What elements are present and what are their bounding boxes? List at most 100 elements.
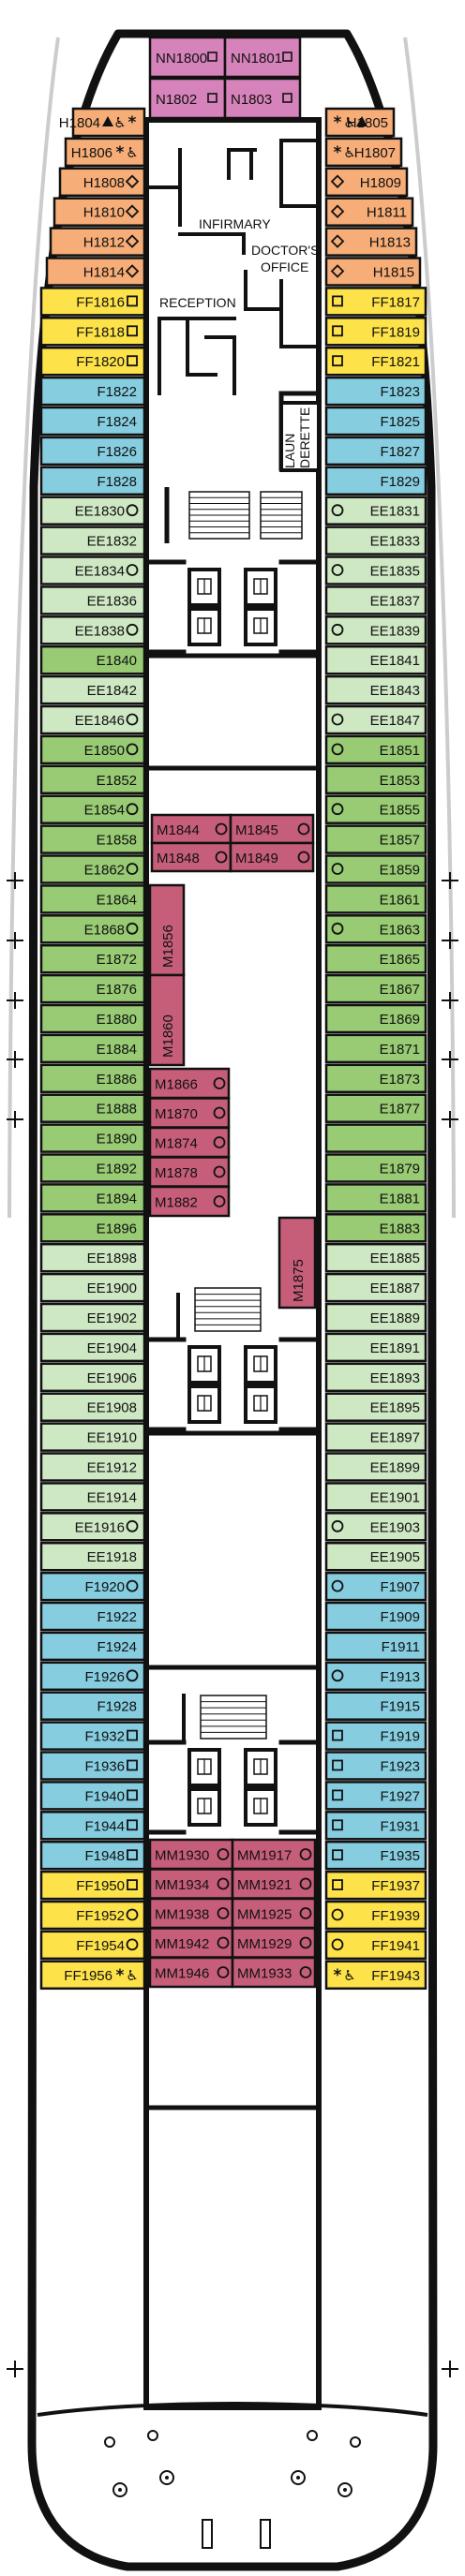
cabin-box (324, 1183, 428, 1213)
cabin-box (324, 644, 428, 675)
cabin-number: EE1897 (370, 1430, 420, 1446)
cabin-f1919: F1919 (324, 1721, 428, 1751)
cabin-box (39, 943, 146, 974)
cabin-number: H1804 (59, 115, 100, 131)
circle-icon (299, 1907, 312, 1919)
square-icon (127, 355, 138, 367)
cabin-box (39, 1033, 146, 1064)
cabin-box (39, 1392, 146, 1422)
elevator-shaft (188, 1787, 221, 1827)
cabin-number: F1926 (84, 1669, 125, 1685)
cabin-number: E1873 (380, 1072, 420, 1088)
launderette-label-b: DERETTE (297, 407, 312, 468)
cabin-ff1817: FF1817 (324, 287, 428, 317)
cabin-number: M1856 (160, 925, 176, 968)
doctors-office-label-b: OFFICE (261, 259, 308, 274)
cabin-ee1904: EE1904 (39, 1332, 146, 1363)
cabin-f1931: F1931 (324, 1811, 428, 1841)
circle-icon (126, 564, 139, 576)
cabin-ee1908: EE1908 (39, 1392, 146, 1422)
cabin-number: H1808 (83, 175, 125, 191)
cabin-number: FF1819 (371, 324, 420, 340)
suite-number: NN1800 (156, 51, 207, 67)
circle-icon (213, 1195, 226, 1207)
cabin-number: E1854 (84, 803, 125, 819)
infirmary-label: INFIRMARY (199, 216, 271, 231)
cabin-ee1836: EE1836 (39, 585, 146, 615)
cabin-box (39, 1272, 146, 1303)
cabin-ff1816: FF1816 (39, 287, 146, 317)
cabin-number: M1866 (155, 1077, 198, 1093)
cabin-number: MM1934 (155, 1877, 209, 1893)
cabin-box (49, 227, 146, 257)
cabin-ee1891: EE1891 (324, 1332, 428, 1363)
cabin-box (148, 883, 186, 977)
cabin-number: F1931 (380, 1818, 420, 1834)
bollard-icon (307, 2430, 318, 2441)
cabin-box (324, 824, 428, 854)
cabin-e1886: E1886 (39, 1063, 146, 1094)
cabin-box (39, 1093, 146, 1123)
capstan-center-icon (165, 2476, 169, 2480)
cabin-number: FF1943 (371, 1968, 420, 1984)
cabin-box (39, 973, 146, 1004)
suite-box (148, 77, 227, 120)
cabin-ee1893: EE1893 (324, 1362, 428, 1393)
cabin-number: FF1821 (371, 354, 420, 370)
cabin-number: EE1895 (370, 1400, 420, 1416)
outer-line-right (403, 37, 456, 1219)
cabin-e1868: E1868 (39, 914, 146, 944)
elevator-bank (150, 1742, 315, 1832)
cabin-h1811: H1811 (324, 197, 414, 227)
capstan-center-icon (296, 2476, 300, 2480)
suite-number: N1802 (156, 92, 197, 108)
cabin-box (324, 1033, 428, 1064)
cabin-ee1910: EE1910 (39, 1422, 146, 1452)
inner-cabin-mm1946: MM1946 (148, 1956, 234, 1989)
circle-icon (217, 1907, 230, 1919)
inner-cabin-m1874: M1874 (148, 1126, 231, 1159)
cabin-number: EE1841 (370, 653, 420, 669)
cabin-number: M1882 (155, 1195, 198, 1211)
circle-icon (331, 1579, 344, 1592)
cabin-box (39, 764, 146, 795)
cabin-e1879: E1879 (324, 1153, 428, 1183)
circle-icon (126, 623, 139, 636)
circle-icon (126, 504, 139, 517)
cabin-e1863: E1863 (324, 914, 428, 944)
cabin-f1932: F1932 (39, 1721, 146, 1751)
cabin-box (39, 824, 146, 854)
cabin-box (148, 1067, 231, 1100)
cabin-number: H1812 (83, 235, 125, 251)
cabin-number: E1876 (97, 982, 137, 998)
cabin-number: MM1942 (155, 1936, 209, 1952)
circle-icon (297, 822, 310, 836)
cabin-number: E1850 (84, 743, 125, 759)
cabin-ff1943: FF1943*♿ (324, 1960, 428, 1991)
inner-cabin-mm1917: MM1917 (231, 1838, 317, 1871)
cabin-number: E1853 (380, 773, 420, 789)
cabin-number: F1823 (380, 384, 420, 400)
cabin-box (324, 585, 428, 615)
cabin-box (324, 943, 428, 974)
cabin-h1812: H1812 (49, 227, 146, 257)
circle-icon (217, 1936, 230, 1949)
cabin-number: MM1938 (155, 1907, 209, 1923)
cabin-ee1887: EE1887 (324, 1272, 428, 1303)
cabin-number: E1851 (380, 743, 420, 759)
reception-label: RECEPTION (159, 295, 236, 310)
cabin-box (324, 1093, 428, 1123)
cabin-number: H1809 (360, 175, 401, 191)
cabin-e1857: E1857 (324, 824, 428, 854)
stairway (200, 1695, 267, 1740)
cabin-ee1914: EE1914 (39, 1482, 146, 1512)
cabin-number: EE1887 (370, 1281, 420, 1296)
cabin-e1877: E1877 (324, 1093, 428, 1123)
cabin-number: EE1916 (75, 1519, 125, 1535)
cabin-box (58, 167, 146, 198)
cabin-ee1843: EE1843 (324, 674, 428, 705)
cabin-e1859: E1859 (324, 854, 428, 884)
circle-icon (126, 713, 139, 726)
capstan-center-icon (118, 2488, 122, 2492)
circle-icon (331, 713, 344, 726)
